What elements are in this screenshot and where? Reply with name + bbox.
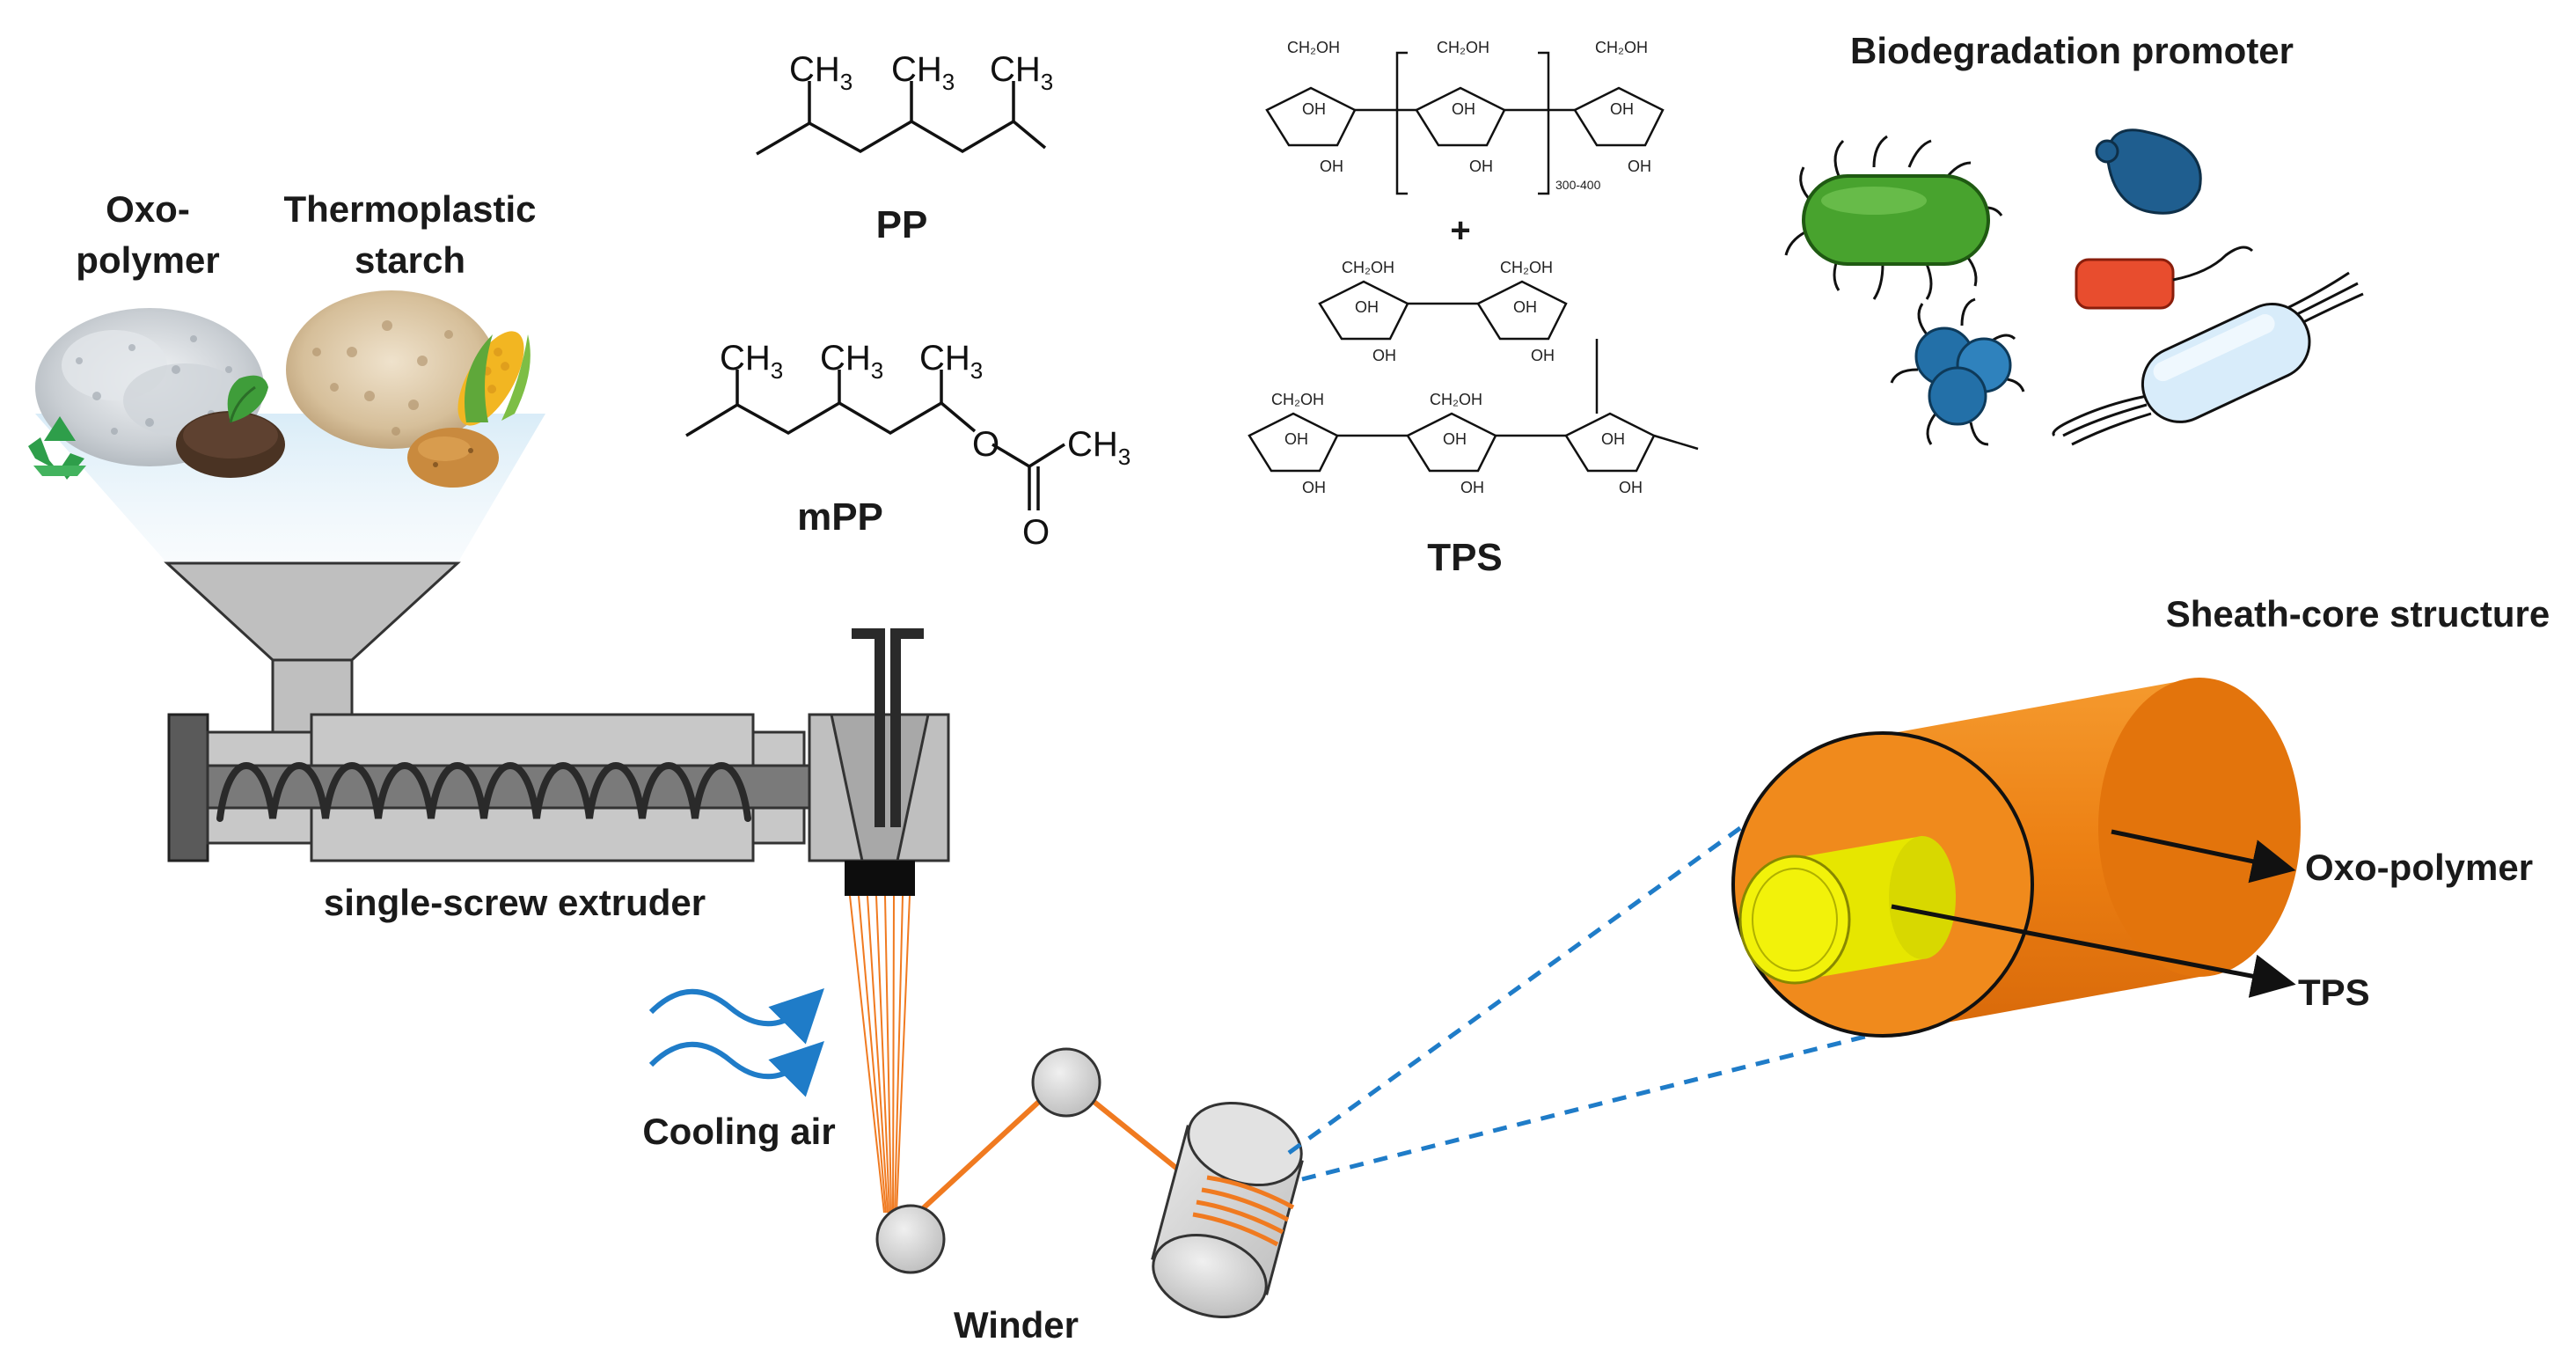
svg-text:CH3: CH3 [891, 50, 955, 95]
svg-text:OH: OH [1610, 100, 1634, 118]
recycle-icon [28, 416, 86, 480]
biodegradation-promoter: Biodegradation promoter [1784, 30, 2364, 446]
label-pp: PP [876, 203, 928, 246]
label-extruder: single-screw extruder [324, 882, 706, 923]
svg-text:OH: OH [1372, 347, 1396, 364]
label-sheath-core: Sheath-core structure [2166, 593, 2550, 634]
svg-text:OH: OH [1628, 158, 1651, 175]
bacteria-icon [1784, 135, 2003, 300]
hopper [164, 561, 461, 662]
svg-text:OH: OH [1601, 430, 1625, 448]
cooling-air-wave-1 [648, 988, 824, 1045]
blue-drop-icon [2095, 128, 2202, 215]
svg-text:OH: OH [1320, 158, 1343, 175]
label-tps-line1: Thermoplastic [283, 188, 536, 230]
bacillus-icon [2052, 271, 2364, 446]
svg-text:CH₂OH: CH₂OH [1595, 39, 1648, 56]
winder: Winder [875, 1047, 1304, 1346]
label-oxo-polymer: Oxo-polymer [2305, 847, 2533, 888]
svg-text:CH3: CH3 [919, 339, 983, 384]
extruder: single-screw extruder [164, 561, 950, 923]
zoom-lines [1287, 789, 1963, 1182]
svg-text:CH₂OH: CH₂OH [1430, 391, 1482, 408]
sheath-core-fiber: Sheath-core structure Oxo-polymer TPS [1731, 593, 2550, 1038]
sheath-back-end [2098, 678, 2301, 977]
svg-text:CH3: CH3 [720, 339, 783, 384]
svg-text:O: O [972, 425, 999, 464]
tps-structure-labels: CH₂OH CH₂OH CH₂OH OH OH OH OH OH OH 300-… [1271, 39, 1651, 579]
spinneret [845, 861, 915, 896]
screw-flights [216, 762, 751, 822]
label-oxo-line1: Oxo- [106, 188, 190, 230]
die-pipe-left [852, 628, 885, 827]
red-capsule-icon [2075, 246, 2254, 310]
label-biodegradation: Biodegradation promoter [1850, 30, 2294, 71]
svg-text:OH: OH [1531, 347, 1555, 364]
svg-text:OH: OH [1619, 479, 1643, 496]
svg-text:OH: OH [1443, 430, 1467, 448]
svg-text:OH: OH [1452, 100, 1475, 118]
svg-text:O: O [1022, 513, 1050, 552]
mpp-structure: CH3 CH3 CH3 O CH3 O mPP [685, 339, 1131, 552]
svg-text:CH₂OH: CH₂OH [1271, 391, 1324, 408]
svg-text:CH₂OH: CH₂OH [1500, 259, 1553, 276]
svg-text:CH3: CH3 [1067, 425, 1131, 470]
fiber-spinning: Cooling air [642, 895, 911, 1214]
arrow-to-tps [1891, 904, 2296, 998]
svg-text:OH: OH [1460, 479, 1484, 496]
tps-structure [1248, 51, 1699, 473]
svg-text:OH: OH [1302, 479, 1326, 496]
starch-pellets-icon [286, 290, 497, 449]
roller-top [1031, 1047, 1101, 1118]
die-pipe-right [890, 628, 924, 827]
plus-sign: + [1450, 211, 1470, 250]
label-tps-line2: starch [355, 239, 465, 281]
core-front-face [1738, 855, 1851, 985]
corn-icon [457, 331, 531, 426]
wound-fiber [1192, 1175, 1295, 1247]
cocci-icon [1890, 297, 2025, 446]
arrow-to-oxo [2111, 829, 2296, 884]
take-up-cylinder [1151, 1101, 1304, 1319]
cooling-air-wave-2 [648, 1041, 824, 1097]
svg-text:300-400: 300-400 [1555, 178, 1601, 192]
pp-structure: CH3 CH3 CH3 PP [756, 50, 1053, 246]
svg-text:CH3: CH3 [789, 50, 853, 95]
roller-bottom [875, 1204, 946, 1274]
extruder-endcap [167, 713, 209, 862]
label-cooling-air: Cooling air [642, 1111, 835, 1152]
svg-text:OH: OH [1302, 100, 1326, 118]
svg-text:OH: OH [1469, 158, 1493, 175]
svg-text:CH₂OH: CH₂OH [1287, 39, 1340, 56]
svg-text:CH3: CH3 [990, 50, 1053, 95]
potato-icon [407, 428, 499, 488]
raw-materials: Oxo- polymer Thermoplastic starch [28, 188, 545, 563]
svg-text:CH3: CH3 [820, 339, 883, 384]
svg-text:OH: OH [1513, 298, 1537, 316]
label-tps: TPS [2298, 972, 2370, 1013]
svg-text:OH: OH [1284, 430, 1308, 448]
soil-sprout-icon [176, 375, 285, 478]
label-mpp: mPP [797, 495, 883, 539]
label-tps-chem: TPS [1427, 536, 1503, 579]
svg-text:CH₂OH: CH₂OH [1342, 259, 1394, 276]
spun-fibers [849, 895, 911, 1214]
svg-text:CH₂OH: CH₂OH [1437, 39, 1489, 56]
svg-text:OH: OH [1355, 298, 1379, 316]
label-winder: Winder [954, 1304, 1079, 1346]
label-oxo-line2: polymer [76, 239, 219, 281]
